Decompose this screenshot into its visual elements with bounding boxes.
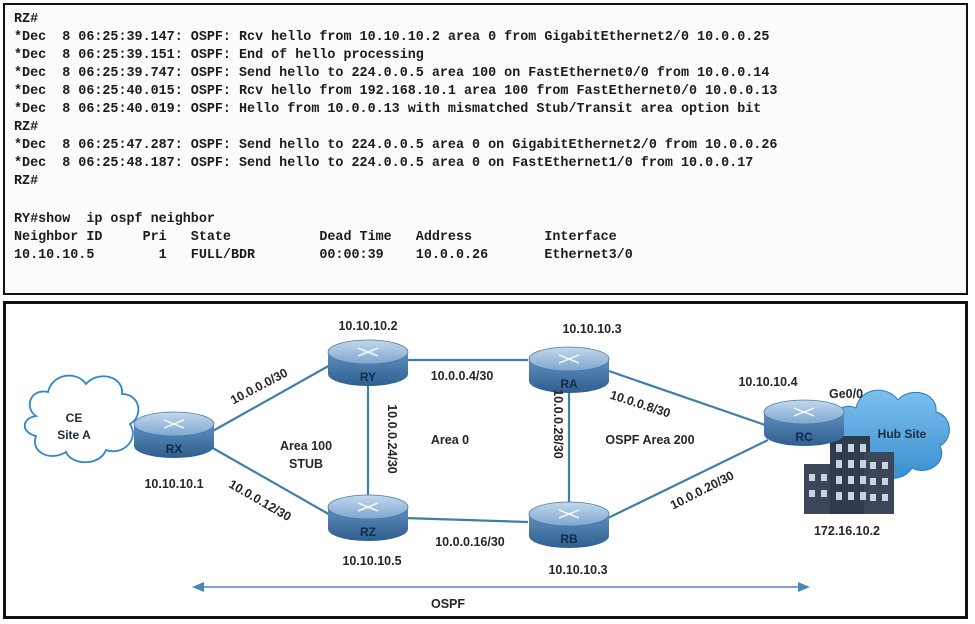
router-ry-name: RY: [360, 370, 376, 384]
router-rc[interactable]: RC: [763, 399, 845, 446]
router-arrows-icon: [163, 419, 185, 429]
router-rb[interactable]: RB: [528, 501, 610, 548]
network-topology-diagram: CE Site A Hub Site: [3, 301, 968, 619]
router-arrows-icon: [558, 354, 580, 364]
links: [210, 358, 769, 524]
router-rz[interactable]: RZ: [327, 494, 409, 541]
terminal-line: *Dec 8 06:25:40.015: OSPF: Rcv hello fro…: [14, 84, 778, 99]
router-rc-ip: 10.10.10.4: [738, 375, 797, 389]
ospf-span-arrow: [192, 582, 810, 592]
router-ra[interactable]: RA: [528, 346, 610, 393]
terminal-line: *Dec 8 06:25:39.151: OSPF: End of hello …: [14, 48, 424, 63]
router-arrows-icon: [793, 407, 815, 417]
link-label-rb-rc: 10.0.0.20/30: [668, 468, 736, 512]
ce-site-a-cloud: CE Site A: [23, 374, 140, 464]
router-rb-name: RB: [560, 532, 578, 546]
link-label-rx-rz: 10.0.0.12/30: [226, 477, 293, 524]
link-label-ry-ra: 10.0.0.4/30: [431, 369, 494, 383]
link-rz-rb: [403, 516, 529, 524]
terminal-line: *Dec 8 06:25:47.287: OSPF: Send hello to…: [14, 138, 778, 153]
terminal-output: RZ# *Dec 8 06:25:39.147: OSPF: Rcv hello…: [3, 3, 968, 295]
router-rx[interactable]: RX: [133, 411, 215, 458]
terminal-line: *Dec 8 06:25:40.019: OSPF: Hello from 10…: [14, 102, 762, 117]
router-ra-name: RA: [560, 377, 578, 391]
terminal-line: RZ#: [14, 120, 39, 135]
area-100-stub-label: STUB: [289, 457, 323, 471]
router-ry[interactable]: RY: [327, 339, 409, 386]
ospf-label: OSPF: [431, 597, 465, 611]
router-ry-ip: 10.10.10.2: [338, 319, 397, 333]
router-rz-name: RZ: [360, 525, 376, 539]
router-rc-port: Ge0/0: [829, 387, 863, 401]
ce-cloud-label: CE: [66, 411, 83, 425]
terminal-line: RY#show ip ospf neighbor: [14, 212, 215, 227]
link-label-ra-rc: 10.0.0.8/30: [608, 388, 672, 421]
router-rz-ip: 10.10.10.5: [342, 554, 401, 568]
link-label-rx-ry: 10.0.0.0/30: [228, 366, 290, 408]
router-arrows-icon: [357, 502, 379, 512]
building-icon: [804, 436, 894, 514]
terminal-line: *Dec 8 06:25:39.747: OSPF: Send hello to…: [14, 66, 770, 81]
router-arrows-icon: [558, 509, 580, 519]
terminal-line: *Dec 8 06:25:39.147: OSPF: Rcv hello fro…: [14, 30, 770, 45]
router-rc-name: RC: [795, 430, 813, 444]
terminal-line: RZ#: [14, 12, 39, 27]
area-100-label: Area 100: [280, 439, 332, 453]
link-label-ra-rb: 10.0.0.28/30: [551, 389, 565, 459]
link-rx-ry: [210, 363, 333, 433]
ce-cloud-sublabel: Site A: [57, 428, 91, 442]
hub-site-label: Hub Site: [878, 427, 927, 441]
link-label-rz-rb: 10.0.0.16/30: [435, 535, 505, 549]
area-200-label: OSPF Area 200: [605, 433, 694, 447]
terminal-line: Neighbor ID Pri State Dead Time Address …: [14, 230, 617, 245]
router-rb-ip: 10.10.10.3: [548, 563, 607, 577]
router-rx-ip: 10.10.10.1: [144, 477, 203, 491]
link-ra-rc: [605, 368, 769, 428]
router-rx-name: RX: [166, 442, 183, 456]
router-arrows-icon: [357, 347, 379, 357]
link-rx-rz: [210, 446, 333, 517]
link-label-ry-rz: 10.0.0.24/30: [385, 404, 399, 474]
terminal-line: RZ#: [14, 174, 39, 189]
hub-site-ip: 172.16.10.2: [814, 524, 880, 538]
terminal-line: 10.10.10.5 1 FULL/BDR 00:00:39 10.0.0.26…: [14, 248, 633, 263]
link-rb-rc: [605, 439, 769, 520]
router-ra-ip: 10.10.10.3: [562, 322, 621, 336]
terminal-line: *Dec 8 06:25:48.187: OSPF: Send hello to…: [14, 156, 754, 171]
area-0-label: Area 0: [431, 433, 469, 447]
